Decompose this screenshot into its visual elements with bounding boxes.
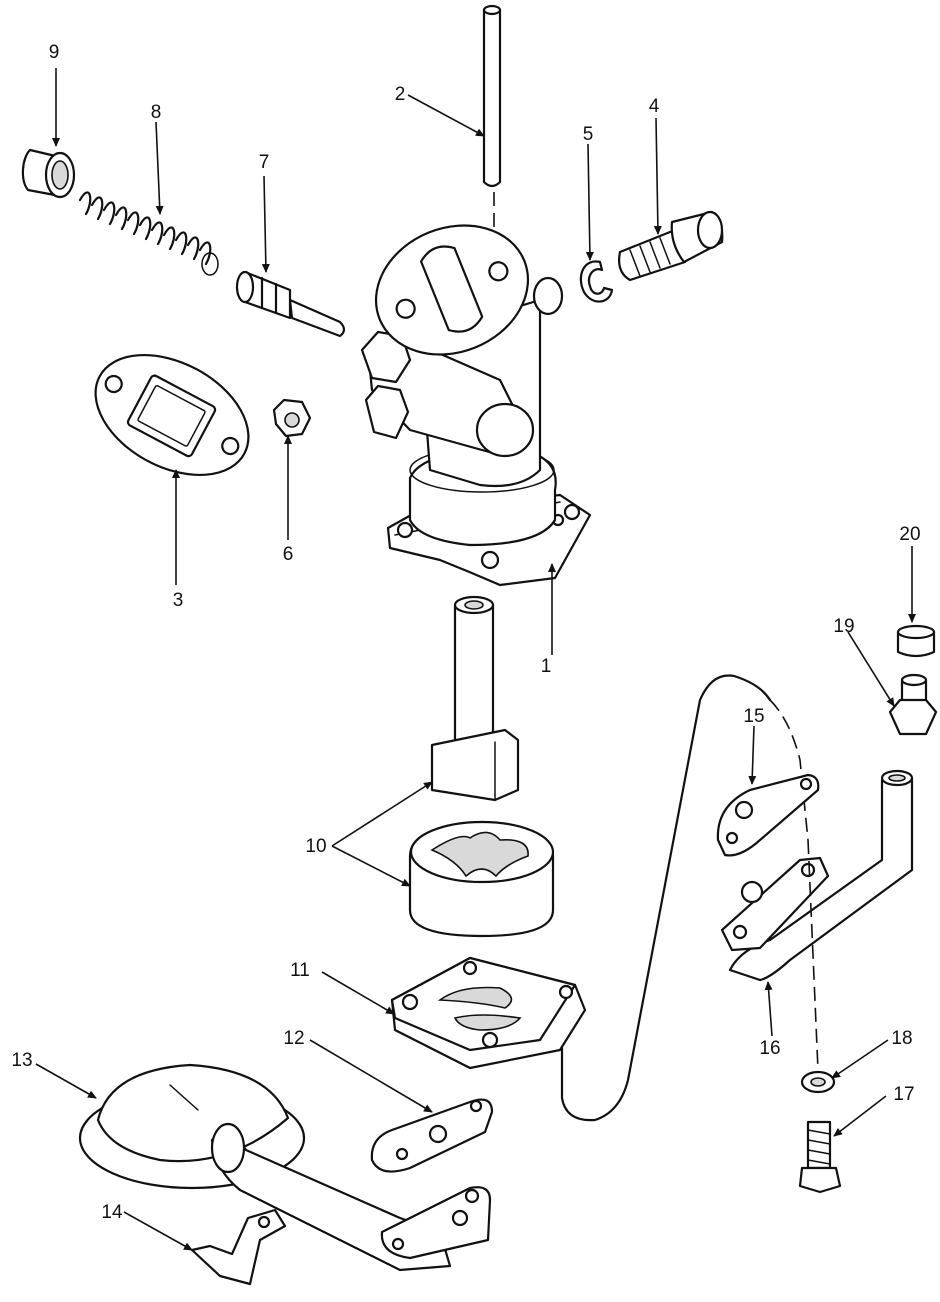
- callout-16: 16: [759, 1038, 780, 1059]
- part-6-nut: [272, 398, 312, 438]
- part-20-cap: [896, 624, 936, 658]
- callout-8: 8: [151, 102, 162, 123]
- callout-12: 12: [283, 1028, 304, 1049]
- part-1-pump-body: [360, 224, 592, 587]
- callout-14: 14: [101, 1202, 123, 1223]
- callout-20: 20: [899, 524, 920, 545]
- part-19-fitting: [888, 673, 938, 736]
- callout-17: 17: [893, 1084, 914, 1105]
- callout-19: 19: [833, 616, 854, 637]
- part-2-pin: [482, 4, 502, 188]
- part-5-lock-washer: [579, 260, 614, 303]
- part-4-bolt: [618, 210, 724, 282]
- part-17-bolt: [798, 1120, 842, 1194]
- callout-15: 15: [743, 706, 764, 727]
- callout-2: 2: [395, 84, 406, 105]
- callout-7: 7: [259, 152, 270, 173]
- part-12-gasket: [370, 1098, 494, 1173]
- callout-6: 6: [283, 544, 294, 565]
- part-7-plunger: [235, 270, 346, 338]
- part-11-cover: [390, 956, 587, 1070]
- callout-5: 5: [583, 124, 594, 145]
- part-3-gasket: [94, 353, 250, 477]
- callout-3: 3: [173, 590, 184, 611]
- part-9-sleeve: [21, 148, 76, 199]
- callout-10: 10: [305, 836, 326, 857]
- callout-1: 1: [541, 656, 552, 677]
- leader-lines: [35, 68, 916, 1251]
- part-13-pickup-tube: [210, 1122, 492, 1272]
- callout-13: 13: [11, 1050, 32, 1071]
- part-18-washer: [800, 1070, 836, 1094]
- part-15-flange-gasket: [716, 773, 820, 857]
- part-10-shaft-and-rotor: [408, 595, 555, 938]
- callout-11: 11: [290, 960, 310, 981]
- callout-labels: 1 2 3 4 5 6 7 8 9 10 11 12 13 14 15 16 1…: [11, 42, 920, 1223]
- callout-9: 9: [49, 42, 60, 63]
- callout-4: 4: [649, 96, 660, 117]
- part-14-bracket: [190, 1208, 287, 1286]
- callout-18: 18: [891, 1028, 912, 1049]
- part-8-spring: [78, 191, 219, 276]
- bolt-alignment-line: [807, 839, 819, 1071]
- part-16-oil-tube: [560, 674, 914, 1122]
